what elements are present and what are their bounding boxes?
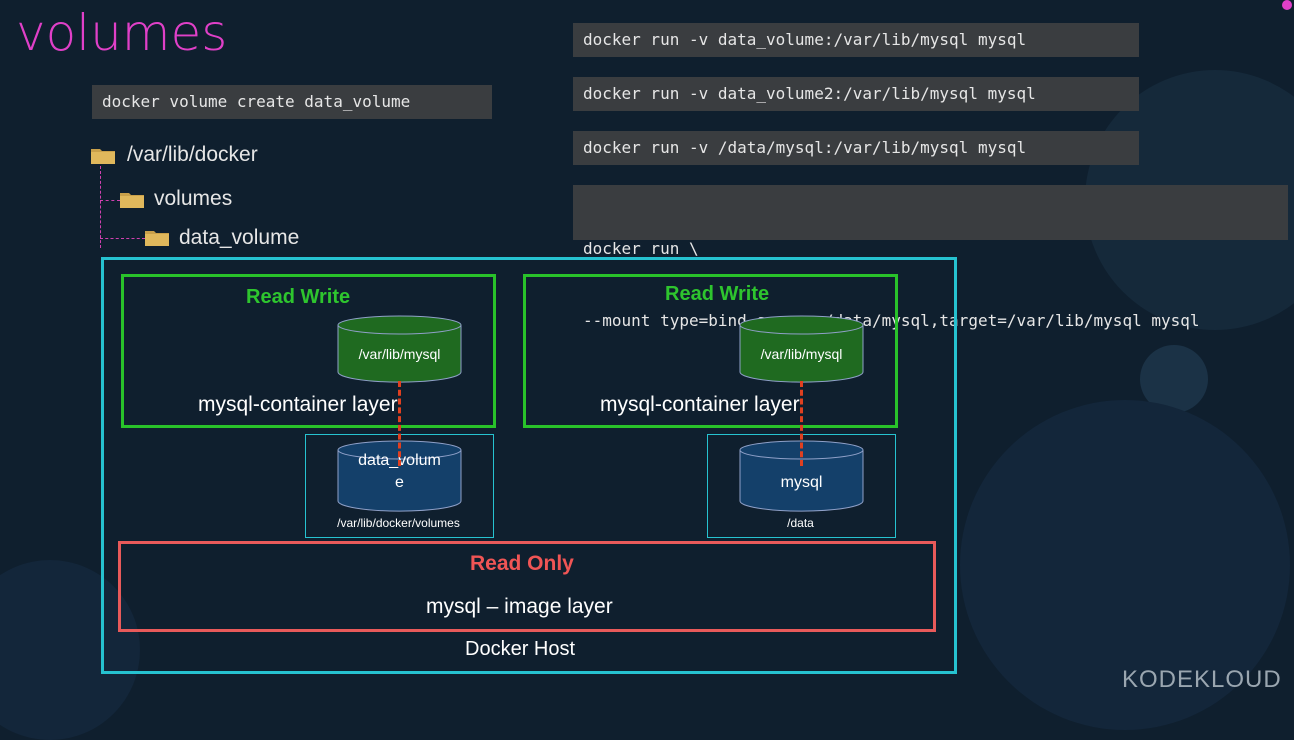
page-title: volumes [16, 4, 228, 62]
left-mount-path: /var/lib/mysql [358, 346, 441, 362]
folder-icon [120, 193, 144, 208]
docker-host-box [101, 257, 957, 674]
folder-icon [145, 231, 169, 246]
docker-host-label: Docker Host [465, 638, 576, 660]
read-only-label: Read Only [470, 552, 574, 575]
tree-root-label: /var/lib/docker [127, 143, 258, 166]
kodekloud-logo: KODEKLOUD [1122, 666, 1282, 694]
image-layer-label: mysql – image layer [426, 595, 613, 618]
right-container-layer-label: mysql-container layer [600, 393, 800, 416]
tree-connector-data-volume [100, 238, 145, 239]
logo-part-1: KODE [1122, 666, 1195, 693]
cmd-run-mount: docker run \ --mount type=bind,source=/d… [573, 185, 1288, 330]
cmd-run-mount-line1: docker run \ [583, 239, 699, 258]
cmd-volume-create: docker volume create data_volume [92, 85, 492, 119]
left-mount-connector [398, 381, 401, 466]
left-mount-cylinder [337, 315, 462, 383]
logo-part-2: KLOUD [1194, 666, 1282, 693]
left-volume-name-line2: e [395, 474, 404, 491]
right-mount-path: /var/lib/mysql [760, 346, 843, 362]
cmd-run-3: docker run -v /data/mysql:/var/lib/mysql… [573, 131, 1139, 165]
left-volume-location: /var/lib/docker/volumes [337, 516, 460, 530]
left-container-layer-label: mysql-container layer [198, 393, 398, 416]
bg-circle-bottom-right [960, 400, 1290, 730]
folder-icon [91, 149, 115, 164]
tree-data-volume-label: data_volume [179, 226, 300, 249]
right-mount-connector [800, 381, 803, 466]
accent-dot [1282, 0, 1292, 10]
cmd-run-1: docker run -v data_volume:/var/lib/mysql… [573, 23, 1139, 57]
tree-volumes-label: volumes [154, 187, 233, 210]
right-volume-location: /data [787, 516, 814, 530]
right-read-write-label: Read Write [665, 283, 770, 305]
right-volume-name: mysql [780, 474, 823, 491]
cmd-run-2: docker run -v data_volume2:/var/lib/mysq… [573, 77, 1139, 111]
right-container-box [523, 274, 898, 428]
right-mount-cylinder [739, 315, 864, 383]
tree-connector-vertical [100, 166, 101, 248]
left-container-box [121, 274, 496, 428]
right-volume-cylinder [739, 440, 864, 512]
image-layer-box [118, 541, 936, 632]
tree-connector-volumes [100, 200, 120, 201]
left-read-write-label: Read Write [246, 286, 351, 308]
